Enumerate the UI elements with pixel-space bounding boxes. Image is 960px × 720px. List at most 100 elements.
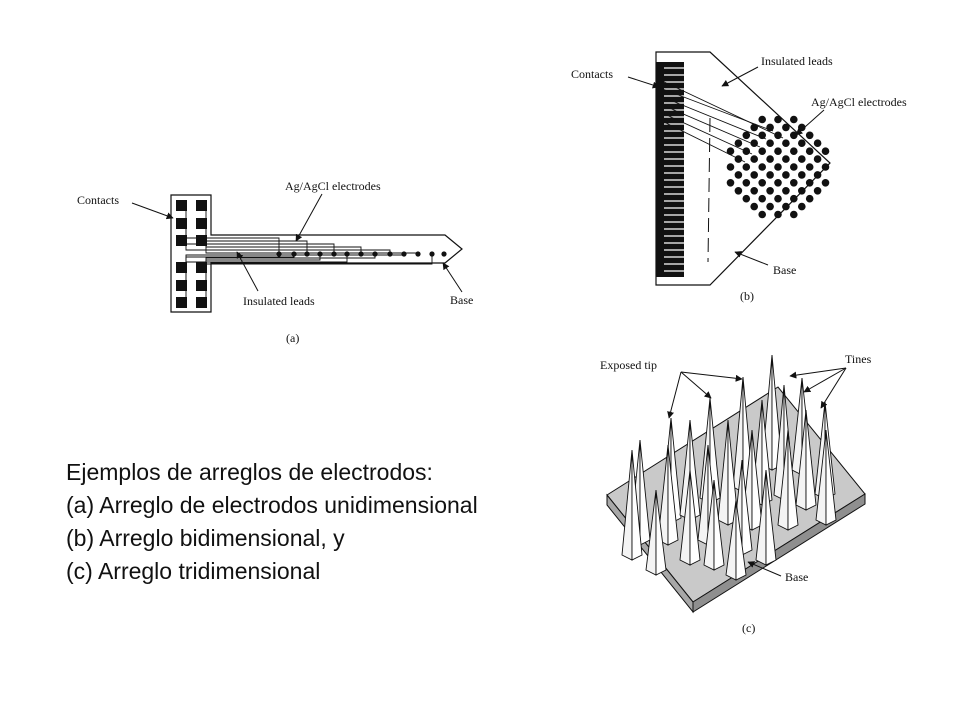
tine: [655, 489, 667, 576]
electrode-dot: [758, 115, 766, 124]
panel-a-contacts-label: Contacts: [77, 193, 119, 207]
electrode-dot: [750, 155, 758, 163]
contact-pad: [196, 280, 207, 291]
caption-line-1: Ejemplos de arreglos de electrodos:: [66, 459, 433, 485]
electrode-dot: [766, 187, 774, 195]
electrode-dot: [805, 194, 814, 203]
electrode-dot: [782, 123, 790, 132]
electrode-dot: [734, 139, 743, 147]
contact-pad: [176, 262, 187, 273]
electrode-dot: [790, 115, 798, 124]
electrode-dot: [758, 147, 766, 155]
electrode-dot: [798, 155, 806, 163]
insulated-lead: [659, 79, 784, 139]
electrode-dot: [782, 187, 790, 195]
electrode-dot: [387, 251, 393, 257]
electrode-dot: [805, 147, 814, 155]
contact-pad: [176, 218, 187, 229]
electrode-dot: [821, 179, 830, 187]
electrode-dot: [331, 251, 337, 257]
electrode-dot: [782, 139, 790, 147]
insulated-lead: [185, 206, 280, 254]
contact-pad: [176, 280, 187, 291]
contact-pad: [176, 235, 187, 246]
electrode-dot: [750, 139, 758, 147]
electrode-dot: [758, 179, 766, 187]
electrode-dot: [415, 251, 421, 257]
panel-a-sublabel: (a): [286, 331, 299, 345]
panel-b-electrodes-arrow: [795, 109, 825, 136]
electrode-dot: [401, 251, 407, 257]
panel-c-sublabel: (c): [742, 621, 755, 635]
electrode-dot: [766, 139, 774, 147]
electrode-dot: [766, 155, 774, 163]
tine: [805, 409, 817, 511]
contact-pad: [196, 200, 207, 211]
caption-line-2: (a) Arreglo de electrodos unidimensional: [66, 492, 478, 518]
electrode-dot: [798, 187, 806, 195]
electrode-dot: [790, 194, 798, 203]
panel-b-contact-strip: [656, 62, 684, 277]
electrode-dot: [742, 131, 751, 140]
electrode-dot: [790, 179, 798, 187]
electrode-dot: [782, 202, 790, 211]
tine: [667, 444, 679, 546]
panel-a-leads-label: Insulated leads: [243, 294, 315, 308]
contact-pad: [196, 297, 207, 308]
electrode-dot: [774, 179, 782, 187]
contact-pad: [196, 235, 207, 246]
electrode-dot: [734, 187, 743, 195]
panel-c-base-arrow: [747, 561, 782, 577]
electrode-dot: [813, 155, 822, 163]
contact-pad: [196, 262, 207, 273]
electrode-dot: [726, 147, 735, 155]
tine: [787, 429, 799, 531]
electrode-dot: [766, 171, 774, 179]
panel-b-leads-label: Insulated leads: [761, 54, 833, 68]
electrode-dot: [790, 131, 798, 140]
panel-c-exposed-tip-label: Exposed tip: [600, 358, 657, 372]
insulated-lead: [659, 119, 746, 163]
electrode-dot: [742, 179, 751, 187]
electrode-dot: [726, 179, 735, 187]
electrode-dot: [813, 171, 822, 179]
electrode-dot: [798, 202, 806, 211]
electrode-dot: [344, 251, 350, 257]
panel-a-contact-pads: [176, 200, 207, 308]
panel-b-base-arrow: [734, 251, 769, 266]
insulated-lead: [659, 95, 767, 140]
panel-a-base-label: Base: [450, 293, 473, 307]
electrode-dot: [758, 163, 766, 171]
panel-b-fold-line: [707, 117, 711, 263]
electrode-dot: [774, 163, 782, 171]
panel-c-tines-arrow-3: [820, 367, 847, 409]
tine: [765, 469, 777, 566]
panel-a-electrodes-label: Ag/AgCl electrodes: [285, 179, 381, 193]
electrode-dot: [758, 210, 766, 219]
panel-a-contacts-arrow: [131, 202, 174, 220]
electrode-dot: [774, 115, 782, 124]
electrode-dot: [774, 131, 782, 140]
electrode-dot: [291, 251, 297, 257]
tine: [825, 429, 837, 526]
electrode-dot: [798, 171, 806, 179]
electrode-dot: [742, 147, 751, 155]
electrode-dot: [782, 171, 790, 179]
panel-a-base-outline: [170, 194, 463, 313]
electrode-dot: [429, 251, 435, 257]
panel-a-electrodes: [276, 251, 447, 257]
panel-b-sublabel: (b): [740, 289, 754, 303]
insulated-lead: [205, 224, 362, 254]
electrode-dot: [813, 187, 822, 195]
electrode-dot: [317, 251, 323, 257]
electrode-dot: [304, 251, 310, 257]
panel-a-electrodes-arrow: [295, 193, 323, 242]
panel-a-leads-arrow: [236, 251, 259, 292]
panel-c-tines-arrow-2: [803, 367, 847, 393]
electrode-dot: [742, 163, 751, 171]
electrode-dot: [441, 251, 447, 257]
tine: [713, 479, 725, 571]
panel-c-tines-arrow-1: [789, 367, 847, 379]
tine: [741, 459, 753, 556]
